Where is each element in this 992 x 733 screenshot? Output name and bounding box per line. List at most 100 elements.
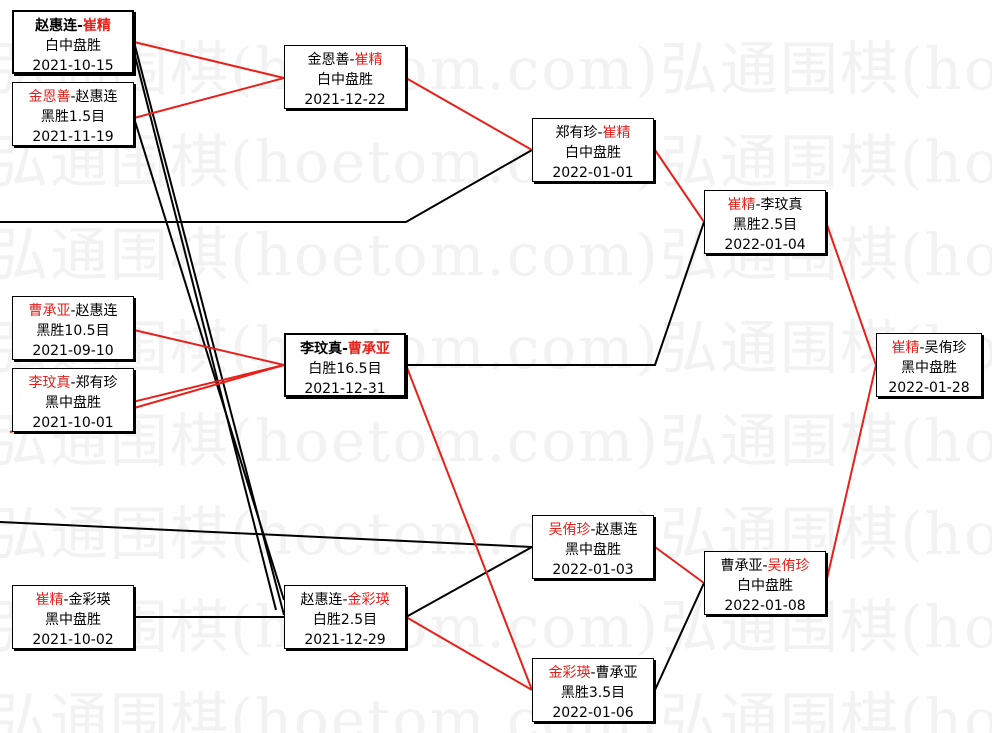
watermark-text: 弘通围棋(hoetom.com): [660, 686, 992, 733]
player-black: 崔精: [35, 592, 64, 608]
bracket-line: [133, 117, 285, 601]
match-players: 崔精-吴侑珍: [891, 340, 967, 356]
winner-line: [133, 41, 285, 79]
match-date: 2022-01-01: [552, 165, 634, 181]
match-date: 2021-10-01: [32, 415, 114, 431]
match-result: 白中盘胜: [45, 38, 101, 54]
player-white: 曹承亚: [347, 341, 390, 357]
player-white: 吴侑珍: [924, 340, 967, 356]
match-result: 黑胜1.5目: [40, 109, 106, 125]
watermark-text: 弘通围棋(hoetom.com): [660, 128, 992, 196]
match-result: 黑中盘胜: [565, 542, 621, 558]
match-date: 2022-01-04: [724, 237, 806, 253]
match-players: 金彩瑛-曹承亚: [548, 665, 638, 681]
winner-line: [405, 77, 533, 151]
match-box[interactable]: 李玟真-曹承亚 白胜16.5目 2021-12-31: [284, 333, 406, 397]
match-players: 吴侑珍-赵惠连: [548, 522, 638, 538]
player-black: 崔精: [727, 197, 756, 213]
match-players: 金恩善-崔精: [307, 52, 383, 68]
winner-line: [825, 364, 877, 584]
player-black: 崔精: [891, 340, 920, 356]
match-date: 2021-10-15: [32, 58, 114, 74]
player-black: 赵惠连: [35, 18, 78, 34]
player-white: 曹承亚: [595, 665, 638, 681]
player-black: 赵惠连: [300, 592, 343, 608]
match-players: 崔精-金彩瑛: [35, 592, 111, 608]
match-result: 黑胜2.5目: [732, 217, 798, 233]
match-box[interactable]: 崔精-金彩瑛 黑中盘胜 2021-10-02: [12, 585, 134, 649]
player-black: 金恩善: [28, 89, 71, 105]
match-result: 白中盘胜: [317, 72, 373, 88]
match-players: 金恩善-赵惠连: [28, 89, 118, 105]
player-black: 李玟真: [300, 341, 343, 357]
match-result: 黑中盘胜: [901, 360, 957, 376]
player-white: 崔精: [354, 52, 383, 68]
player-black: 吴侑珍: [548, 522, 591, 538]
match-box[interactable]: 曹承亚-吴侑珍 白中盘胜 2022-01-08: [704, 551, 826, 615]
match-result: 白中盘胜: [565, 145, 621, 161]
winner-line: [405, 364, 533, 691]
player-black: 金恩善: [307, 52, 350, 68]
match-date: 2021-11-19: [32, 129, 114, 145]
match-date: 2021-10-02: [32, 632, 114, 648]
player-white: 李玟真: [760, 197, 803, 213]
player-white: 金彩瑛: [347, 592, 390, 608]
match-result: 黑胜3.5目: [560, 685, 626, 701]
match-date: 2022-01-08: [724, 598, 806, 614]
player-black: 金彩瑛: [548, 665, 591, 681]
match-date: 2022-01-06: [552, 705, 634, 721]
match-box[interactable]: 崔精-李玟真 黑胜2.5目 2022-01-04: [704, 190, 826, 254]
player-white: 崔精: [602, 125, 631, 141]
bracket-line: [406, 221, 705, 366]
player-white: 崔精: [82, 18, 111, 34]
match-result: 黑胜10.5目: [36, 323, 110, 339]
winner-line: [133, 364, 285, 409]
player-white: 吴侑珍: [767, 558, 810, 574]
bracket-line: [654, 582, 705, 691]
player-black: 郑有珍: [555, 125, 598, 141]
match-box[interactable]: 金恩善-崔精 白中盘胜 2021-12-22: [284, 45, 406, 109]
winner-line: [654, 149, 705, 223]
match-result: 白胜16.5目: [308, 361, 382, 377]
match-result: 白中盘胜: [737, 578, 793, 594]
winner-line: [654, 546, 705, 584]
winner-line: [133, 77, 285, 119]
match-players: 赵惠连-崔精: [35, 18, 111, 34]
match-box[interactable]: 曹承亚-赵惠连 黑胜10.5目 2021-09-10: [12, 296, 134, 360]
watermark-text: 弘通围棋(hoetom.com): [660, 35, 992, 103]
match-date: 2021-09-10: [32, 343, 114, 359]
bracket-line: [405, 546, 533, 618]
match-date: 2022-01-28: [888, 380, 970, 396]
match-box[interactable]: 金恩善-赵惠连 黑胜1.5目 2021-11-19: [12, 82, 134, 146]
match-box[interactable]: 赵惠连-崔精 白中盘胜 2021-10-15: [12, 10, 134, 74]
player-black: 曹承亚: [720, 558, 763, 574]
match-players: 崔精-李玟真: [727, 197, 803, 213]
match-players: 郑有珍-崔精: [555, 125, 631, 141]
match-box[interactable]: 赵惠连-金彩瑛 白胜2.5目 2021-12-29: [284, 585, 406, 649]
match-players: 李玟真-郑有珍: [28, 375, 118, 391]
match-players: 曹承亚-吴侑珍: [720, 558, 810, 574]
match-box[interactable]: 吴侑珍-赵惠连 黑中盘胜 2022-01-03: [532, 515, 654, 579]
winner-line: [825, 221, 877, 366]
match-date: 2022-01-03: [552, 562, 634, 578]
match-box[interactable]: 李玟真-郑有珍 黑中盘胜 2021-10-01: [12, 368, 134, 432]
winner-line: [133, 329, 285, 366]
match-box[interactable]: 金彩瑛-曹承亚 黑胜3.5目 2022-01-06: [532, 658, 654, 722]
bracket-line: [133, 51, 277, 611]
match-result: 黑中盘胜: [45, 612, 101, 628]
bracket-line: [0, 521, 533, 548]
player-black: 李玟真: [28, 375, 71, 391]
match-players: 曹承亚-赵惠连: [28, 303, 118, 319]
match-result: 白胜2.5目: [312, 612, 378, 628]
player-white: 郑有珍: [75, 375, 118, 391]
watermark-text: 弘通围棋(hoetom.com): [660, 407, 992, 475]
match-result: 黑中盘胜: [45, 395, 101, 411]
match-date: 2021-12-22: [304, 92, 386, 108]
player-white: 赵惠连: [75, 303, 118, 319]
final-match-box[interactable]: 崔精-吴侑珍 黑中盘胜 2022-01-28: [876, 333, 982, 397]
match-date: 2021-12-31: [304, 381, 386, 397]
player-black: 曹承亚: [28, 303, 71, 319]
match-box[interactable]: 郑有珍-崔精 白中盘胜 2022-01-01: [532, 118, 654, 182]
